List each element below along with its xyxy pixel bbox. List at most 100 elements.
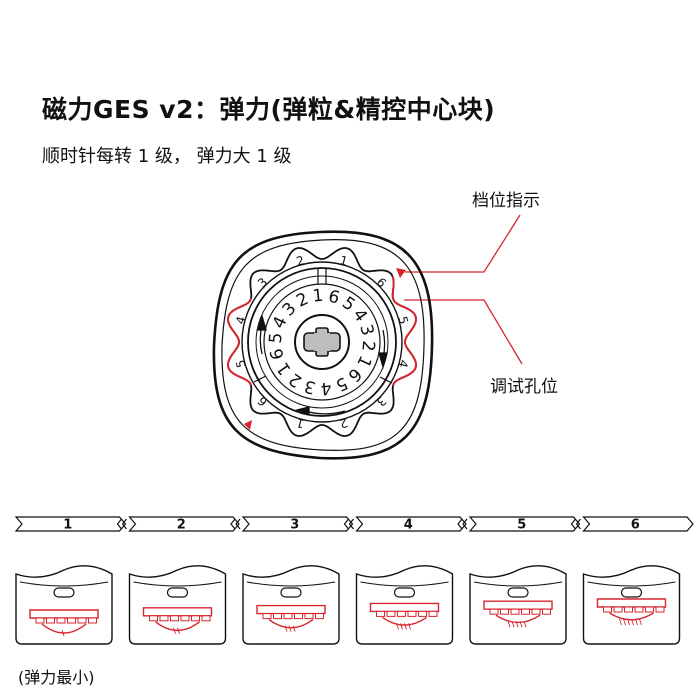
dial-inner-ring-outer (247, 267, 397, 417)
spring-hatch (173, 627, 176, 634)
piece-wave (19, 581, 109, 587)
spring-tooth (201, 615, 211, 622)
spring-pad (596, 598, 667, 608)
adjust-hole-leader (404, 299, 523, 365)
spring-tooth (283, 613, 293, 620)
gear-ring-red-right (391, 275, 417, 386)
outer-number: 3 (374, 394, 389, 409)
spring-pad (142, 607, 213, 617)
spring-pad (369, 602, 440, 613)
spring-hub (382, 616, 427, 626)
spring-tooth (67, 617, 76, 624)
spring-tooth (273, 613, 282, 620)
adjust-hole-label: 调试孔位 (490, 377, 558, 397)
level-label: 1 (63, 518, 72, 533)
gear-ring-red-left (227, 298, 252, 386)
level-chevron (457, 518, 463, 530)
spring-hatch (623, 618, 626, 626)
outer-number: 3 (255, 275, 270, 290)
spring-tooth (376, 610, 385, 617)
spring-hatch (519, 621, 523, 628)
spring-tooth (77, 617, 87, 624)
level-chevron (235, 518, 241, 530)
spring-tooth (521, 608, 530, 615)
level-chevron (570, 518, 576, 530)
level-segment (582, 516, 694, 532)
inner-number: 5 (266, 332, 287, 345)
inner-number: 2 (357, 340, 378, 353)
page-subtitle: 顺时针每转 1 级， 弹力大 1 级 (42, 146, 292, 167)
level-piece (128, 565, 227, 645)
spring-tooth (613, 606, 623, 613)
piece-slot (393, 587, 416, 598)
spring-tooth (46, 617, 55, 624)
inner-number: 6 (267, 346, 289, 362)
spring-hatch (523, 621, 527, 628)
spring-tooth (428, 610, 438, 617)
spring-hub (268, 619, 314, 629)
gear-indicator-label: 档位指示 (472, 191, 540, 211)
level-segment (128, 516, 240, 532)
spring-tooth (315, 613, 324, 620)
spring-tooth (542, 608, 551, 615)
spring-tooth (603, 606, 612, 613)
spring-tooth (655, 606, 665, 613)
spring-hatch (515, 621, 519, 628)
spring-hatch (284, 625, 288, 632)
spring-tooth (500, 608, 509, 615)
spring-tooth (262, 613, 272, 620)
level-label: 3 (290, 518, 299, 533)
spring-tooth (531, 608, 541, 615)
spring-tooth (510, 608, 520, 615)
spring-tooth (294, 613, 303, 620)
level-label: 2 (177, 518, 186, 533)
level-segment (241, 516, 354, 532)
piece-wave (473, 581, 563, 587)
outer-number: 2 (295, 253, 306, 269)
piece-slot (280, 587, 302, 598)
spring-hatch (61, 629, 65, 637)
inner-number: 5 (332, 372, 350, 395)
spring-hatch (631, 618, 634, 626)
spring-tooth (407, 610, 417, 617)
level-label: 5 (517, 518, 526, 533)
level-segment (355, 516, 467, 532)
outer-number: 1 (295, 415, 306, 431)
spring-tooth (191, 615, 200, 622)
inner-number: 3 (355, 322, 377, 338)
piece-slot (53, 587, 75, 598)
spring-hatch (404, 623, 407, 630)
spring-hatch (400, 623, 403, 630)
spring-hub (41, 623, 87, 634)
spring-tooth (624, 606, 633, 613)
piece-slot (620, 587, 643, 598)
level-pieces (15, 565, 681, 645)
spring-hatch (639, 618, 642, 626)
indicator-mark-bottom (244, 420, 252, 430)
inner-number: 3 (302, 375, 318, 397)
level-label: 4 (404, 518, 413, 533)
spring-tooth (159, 615, 169, 622)
piece-slot (507, 587, 529, 598)
outer-number: 4 (395, 358, 411, 369)
inner-number: 1 (312, 286, 325, 307)
ring-divider-ticks (253, 268, 393, 384)
spring-tooth (489, 608, 499, 615)
level-piece (582, 565, 681, 645)
level-chevron (116, 518, 122, 530)
spring-hatch (507, 621, 511, 628)
level-chevron (121, 518, 127, 530)
spring-tooth (397, 610, 406, 617)
outer-number: 5 (395, 315, 411, 326)
rotation-arrows (257, 313, 388, 415)
spring-hatch (288, 625, 292, 632)
outer-number: 6 (255, 394, 270, 409)
piece-wave (133, 581, 222, 587)
inner-number: 2 (293, 289, 311, 312)
dial-housing-inner (221, 239, 425, 451)
spring-tooth (170, 615, 179, 622)
piece-wave (587, 581, 676, 587)
level-segment (14, 516, 127, 532)
dial-inner-ring-inner (263, 283, 381, 401)
